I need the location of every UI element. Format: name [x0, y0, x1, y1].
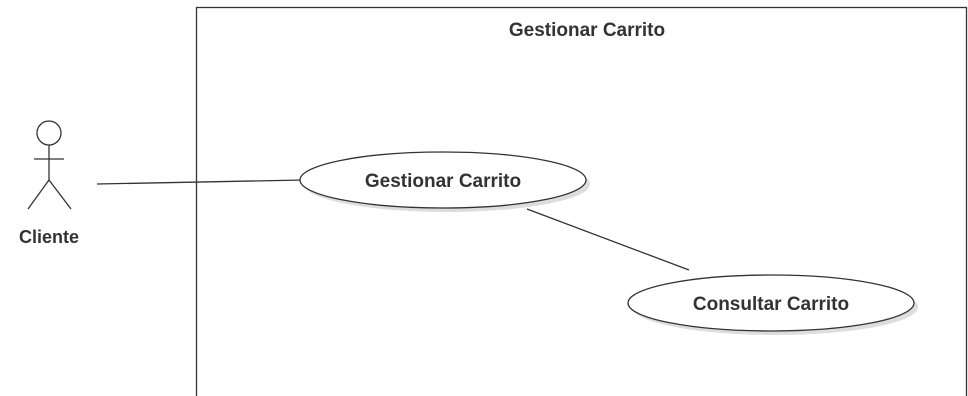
use-case-ellipse — [627, 274, 915, 332]
system-boundary-title: Gestionar Carrito — [509, 20, 665, 41]
actor-label: Cliente — [19, 227, 79, 247]
use-case-ellipse — [299, 151, 587, 209]
use-case-label: Consultar Carrito — [693, 294, 849, 315]
system-boundary-box — [195, 6, 968, 396]
system-boundary[interactable]: Gestionar Carrito — [195, 6, 968, 396]
stick-figure-icon — [27, 120, 72, 210]
association-cliente-gestionar[interactable] — [96, 179, 305, 185]
use-case-gestionar-carrito[interactable]: Gestionar Carrito — [299, 151, 590, 212]
association-gestionar-consultar[interactable] — [526, 208, 690, 271]
use-case-consultar-carrito[interactable]: Consultar Carrito — [627, 274, 918, 335]
actor-cliente[interactable]: Cliente — [19, 120, 79, 247]
use-case-label: Gestionar Carrito — [365, 171, 521, 192]
